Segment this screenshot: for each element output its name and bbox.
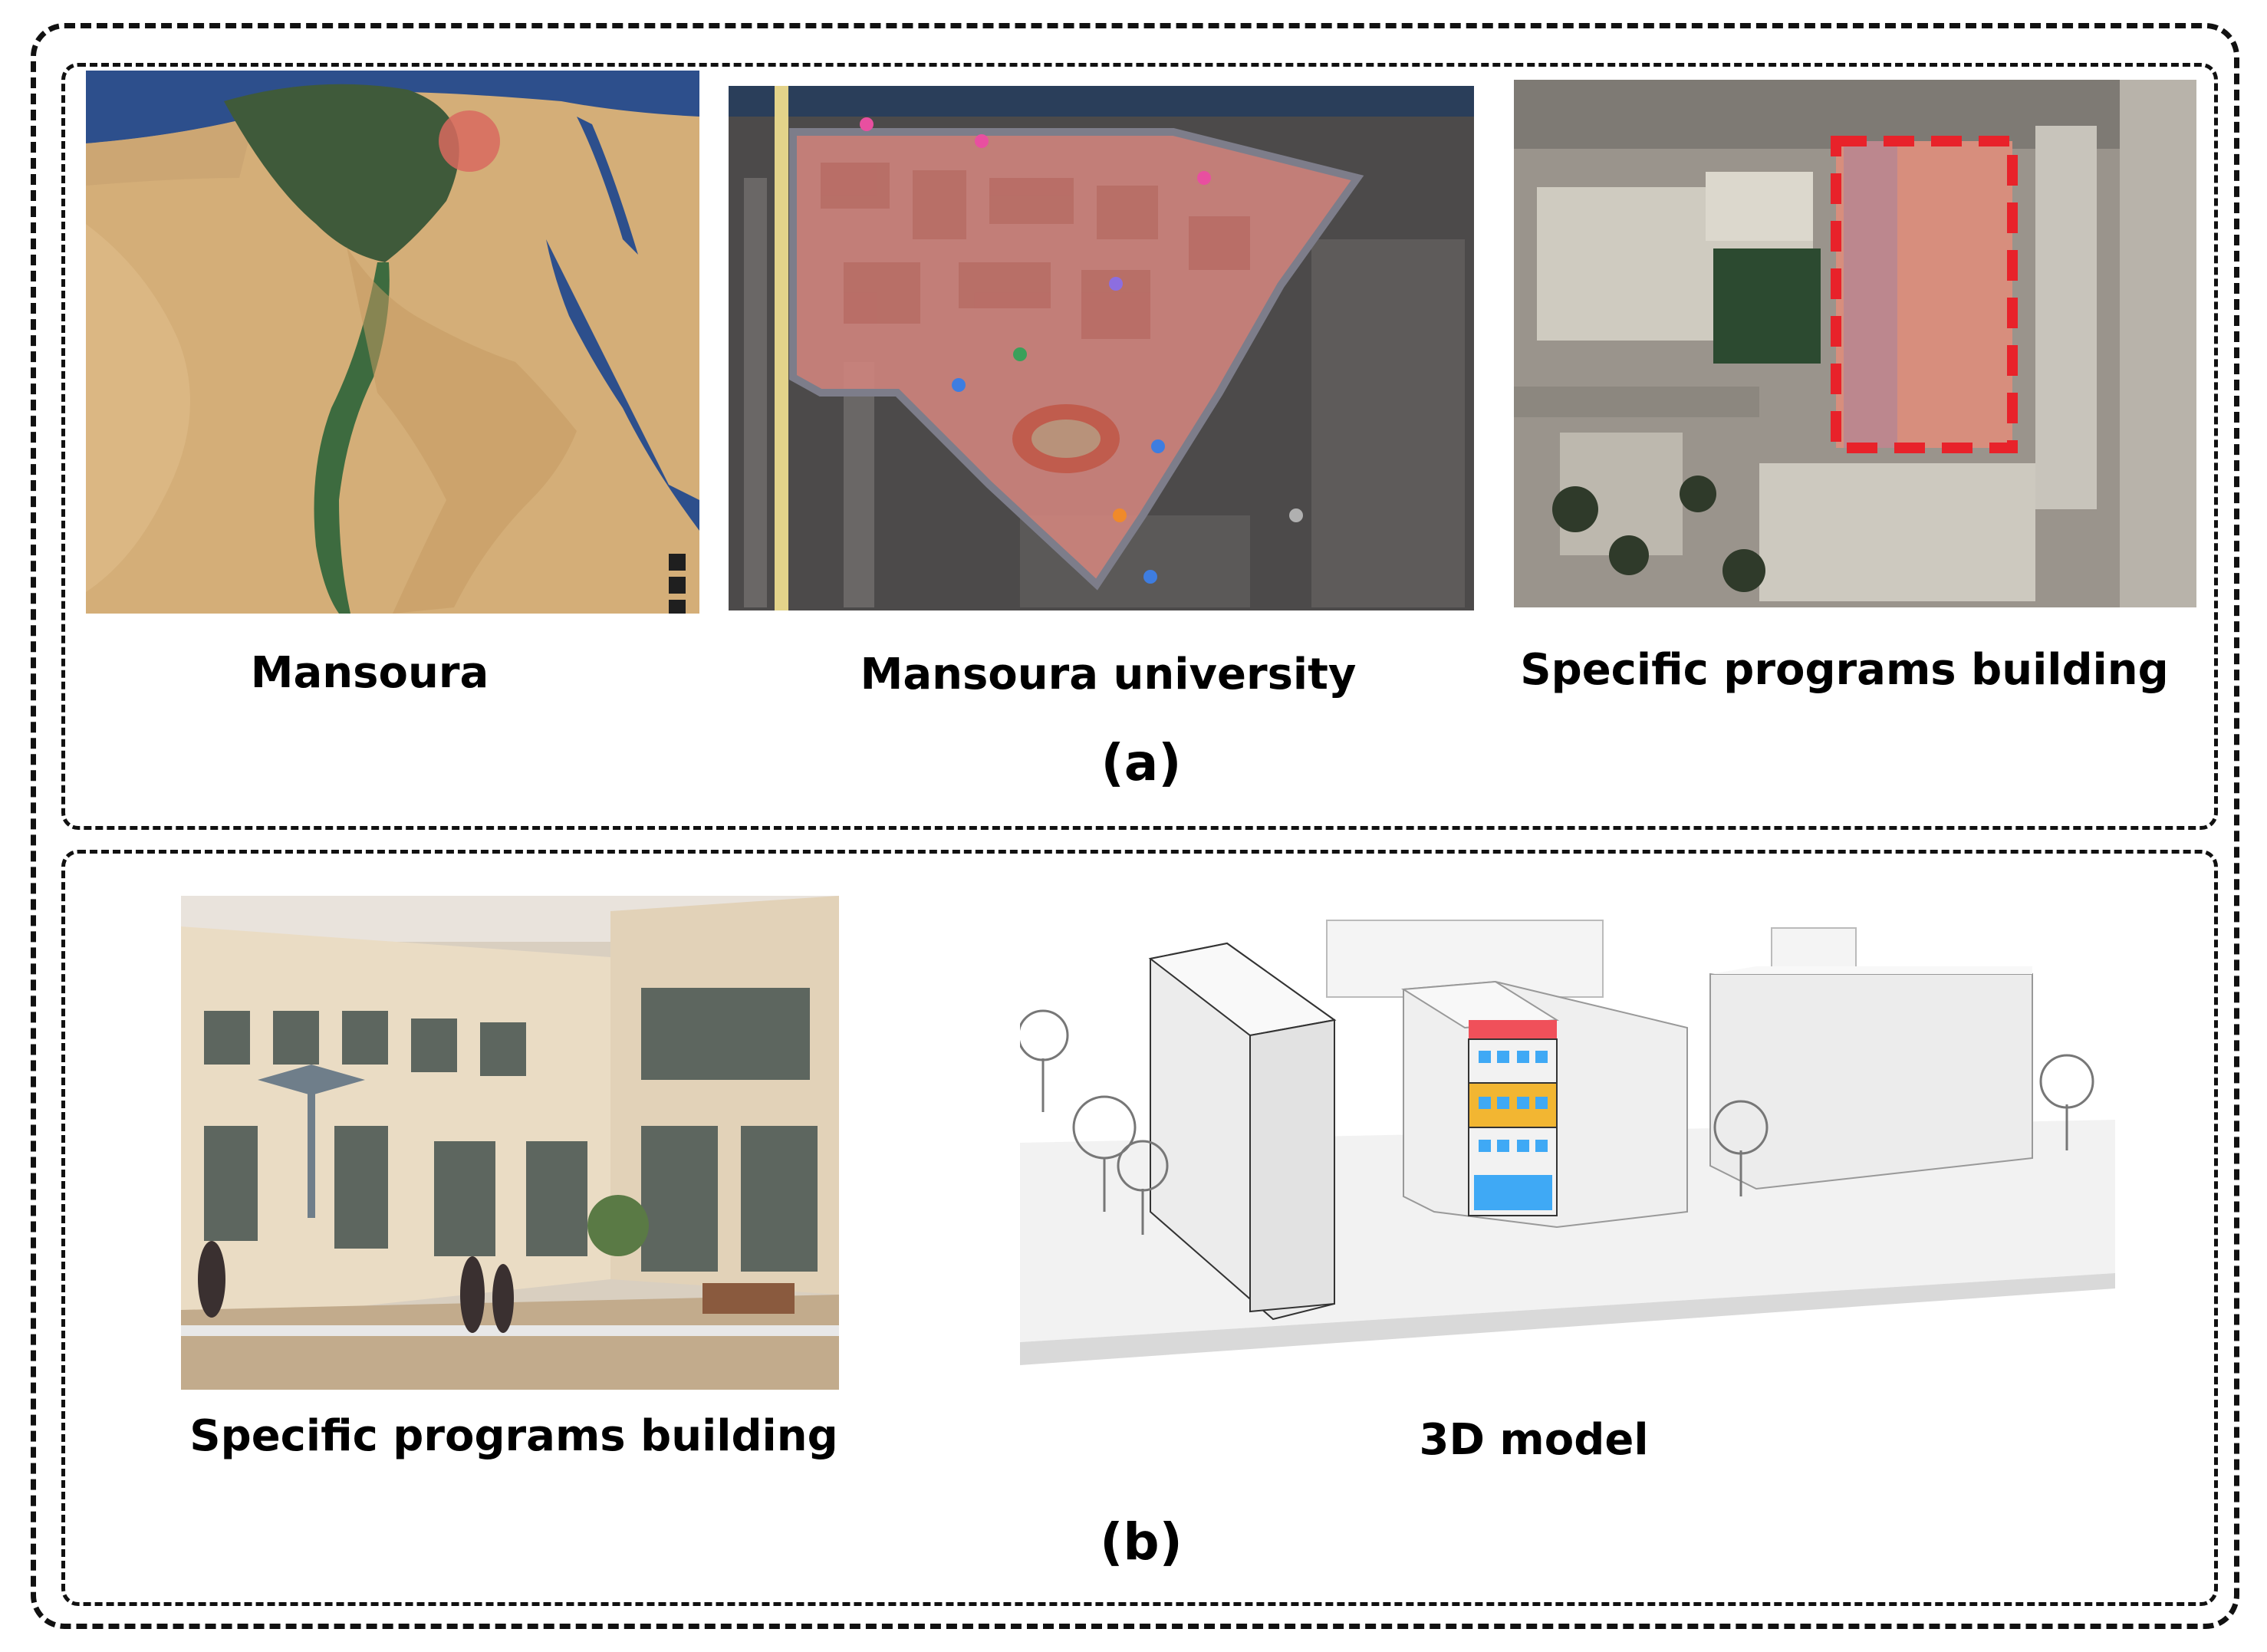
3d-model-render [1020, 905, 2115, 1365]
caption-mansoura-university: Mansoura university [860, 650, 1357, 699]
caption-mansoura: Mansoura [250, 648, 489, 698]
mansoura-university-map [729, 86, 1474, 610]
building-satellite-view [1514, 80, 2196, 607]
outer-frame [31, 23, 2239, 1629]
panel-a-label: (a) [1101, 733, 1182, 792]
building-photo [181, 896, 839, 1390]
panel-b-label: (b) [1100, 1512, 1183, 1571]
caption-specific-programs-building-b: Specific programs building [189, 1411, 838, 1461]
panel-b-frame [61, 850, 2218, 1606]
mansoura-satellite-map [86, 71, 699, 614]
caption-3d-model: 3D model [1419, 1415, 1649, 1465]
panel-a-frame [61, 63, 2218, 830]
caption-specific-programs-building-a: Specific programs building [1520, 645, 2169, 695]
